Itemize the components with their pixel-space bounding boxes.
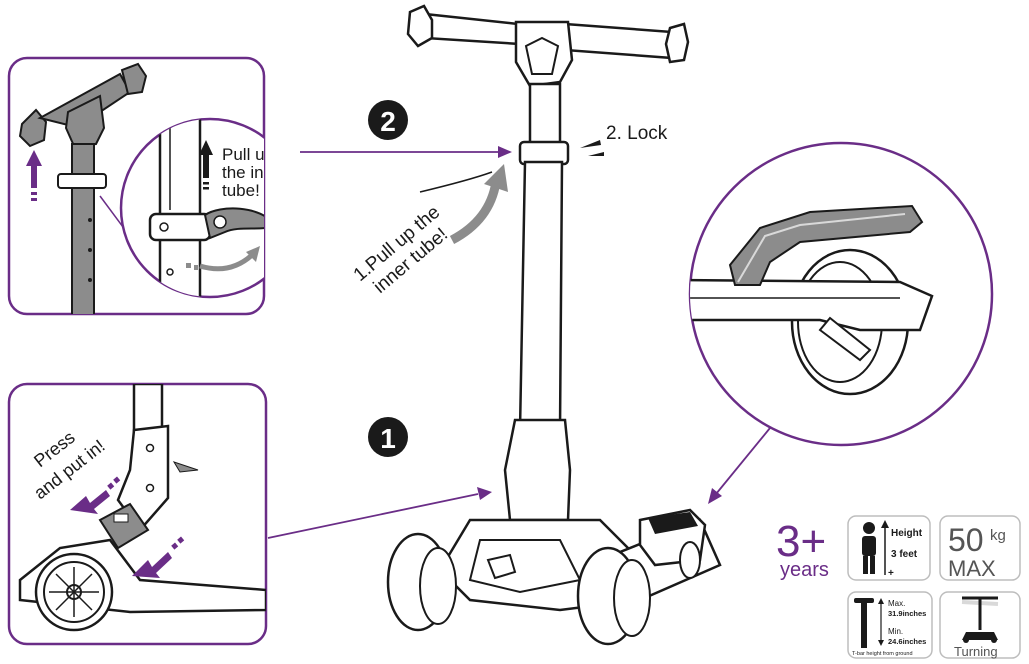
step-2-number: 2 [380,106,396,137]
weight-spec: 50 kg MAX [939,515,1021,581]
connector-line-bottom [267,493,479,539]
inset-pull-text-2: the inner [222,163,288,182]
inset-up-arrow-icon [199,140,213,190]
height-label: Height [891,528,923,539]
weight-unit: kg [990,527,1006,544]
pull-callout: 1.Pull up the inner tube! [350,164,508,298]
insert-arrow-icon [132,536,185,578]
step-1-badge: 1 [368,417,408,457]
step-1-number: 1 [380,423,396,454]
curved-arrow-icon [186,246,260,272]
lock-label: 2. Lock [606,123,668,144]
tbar-min-value: 24.6inches [888,637,926,646]
inset-pull-text-3: tube! [222,181,260,200]
stem [518,82,570,432]
person-icon [862,522,876,574]
tbar-min-label: Min. [888,627,903,636]
age-unit: years [780,559,829,581]
press-arrow-icon [70,476,121,514]
turning-label: Turning [954,644,998,659]
inset-rear-brake [688,141,994,447]
weight-value: 50 [948,522,984,558]
age-value: 3+ [776,517,826,566]
wheels [386,532,701,646]
inset-pull-text-1: Pull up [222,145,274,164]
tbar-max-label: Max. [888,599,905,608]
arrow-up-icon [26,150,42,201]
height-spec: Height 3 feet + [847,515,931,581]
height-value: 3 feet [891,549,918,560]
inset-press-insert: Press and put in! [7,382,268,646]
age-spec: 3+ years [776,517,829,581]
tbar-max-value: 31.9inches [888,609,926,618]
turning-spec: Turning [939,591,1021,659]
tbar-caption: T-bar height from ground [852,651,913,657]
inset-pull-tube: Pull up the inner tube! [7,56,288,316]
tbar-height-spec: Max. 31.9inches Min. 24.6inches T-bar he… [847,591,933,659]
step-2-badge: 2 [368,100,408,140]
connector-line-right [715,427,771,495]
main-scooter [386,4,722,646]
height-plus: + [888,568,894,579]
weight-max: MAX [948,556,996,581]
lock-callout: 2. Lock [580,123,668,156]
tbar-icon [854,598,874,648]
handlebar [406,4,690,88]
turning-scooter-icon [961,596,999,643]
